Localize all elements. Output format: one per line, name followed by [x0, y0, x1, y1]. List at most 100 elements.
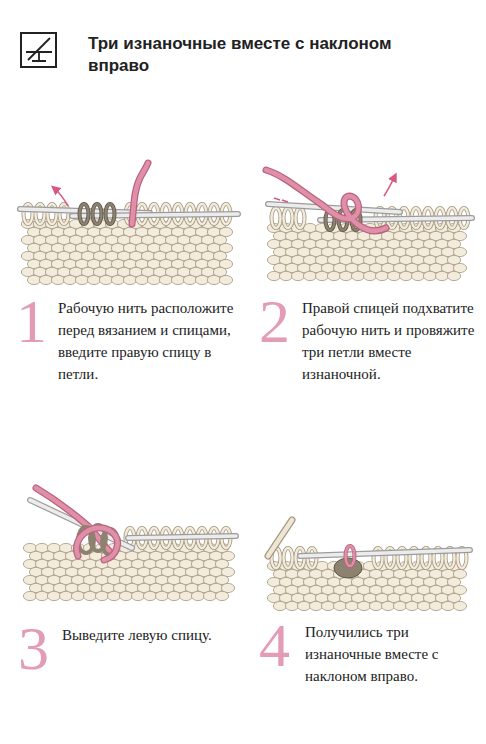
stitch: [207, 275, 220, 284]
stitch: [147, 275, 160, 284]
stitch: [453, 601, 466, 610]
stitch: [99, 275, 112, 284]
stitch: [357, 601, 370, 610]
motion-marks: [274, 198, 288, 202]
stitch: [387, 271, 400, 280]
stitch: [179, 591, 192, 600]
stitch: [71, 591, 84, 600]
stitch: [321, 601, 334, 610]
stitch: [291, 271, 304, 280]
knitted-fabric: [23, 543, 234, 600]
step-text: Выведите левую спицу.: [62, 624, 234, 646]
working-yarn: [77, 528, 118, 560]
stitch: [63, 275, 76, 284]
stitch: [131, 591, 144, 600]
stitch: [285, 601, 298, 610]
stitch: [267, 271, 280, 280]
stitch: [159, 275, 172, 284]
step-illustration: [20, 163, 238, 285]
working-yarn: [36, 488, 110, 552]
step-text: Получились три изнаночные вместе с накло…: [305, 621, 477, 687]
loop: [106, 204, 115, 224]
stitch: [123, 275, 136, 284]
loop: [93, 204, 102, 224]
knitted-fabric: [21, 219, 232, 284]
needle-loops: [80, 204, 115, 224]
step-illustration: [266, 170, 472, 281]
step-illustration: [23, 488, 236, 601]
stitch: [435, 271, 448, 280]
stitch: [167, 591, 180, 600]
stitch: [369, 601, 382, 610]
stitch: [171, 275, 184, 284]
stitch: [59, 591, 72, 600]
stitch: [303, 271, 316, 280]
stitch: [135, 275, 148, 284]
stitch: [87, 275, 100, 284]
needle: [300, 550, 470, 556]
needle-loops: [346, 546, 355, 566]
stitch: [95, 591, 108, 600]
step-text: Рабочую нить расположите перед вязанием …: [58, 297, 236, 385]
title: Три изнаночные вместе с наклоном вправо: [88, 33, 418, 77]
loop: [284, 548, 293, 568]
stitch: [381, 601, 394, 610]
loop: [296, 208, 305, 228]
stitch: [429, 601, 442, 610]
step-number: 2: [259, 290, 299, 352]
stitch: [35, 591, 48, 600]
stitch: [423, 271, 436, 280]
working-yarn: [132, 163, 148, 224]
stitch: [411, 271, 424, 280]
stitch: [327, 271, 340, 280]
loop: [60, 204, 69, 224]
stitch: [315, 271, 328, 280]
stitch: [363, 271, 376, 280]
stitch: [39, 275, 52, 284]
chart-symbol: [21, 33, 56, 67]
loop: [106, 204, 115, 224]
stitch: [111, 275, 124, 284]
step-number: 1: [16, 290, 56, 352]
loop: [296, 208, 305, 228]
stitch: [27, 275, 40, 284]
needle: [128, 536, 236, 538]
stitch: [297, 601, 310, 610]
step-number: 4: [259, 614, 299, 676]
stitch: [333, 601, 346, 610]
loop: [284, 548, 293, 568]
stitch: [339, 271, 352, 280]
stitch: [351, 271, 364, 280]
stitch: [345, 601, 358, 610]
stitch: [107, 591, 120, 600]
stitch: [155, 591, 168, 600]
stitch: [399, 271, 412, 280]
loop: [346, 546, 355, 566]
loop: [284, 208, 293, 228]
loop: [80, 204, 89, 224]
stitch: [309, 601, 322, 610]
stitch: [417, 601, 430, 610]
needle: [72, 214, 238, 216]
stitch: [75, 275, 88, 284]
stitch: [279, 271, 292, 280]
step-illustration: [267, 520, 470, 611]
stitch: [143, 591, 156, 600]
loop: [284, 208, 293, 228]
stitch: [219, 275, 232, 284]
stitch: [183, 275, 196, 284]
stitch: [119, 591, 132, 600]
step-text: Правой спицей подхватите рабочую нить и …: [302, 297, 478, 385]
stitch: [441, 601, 454, 610]
loop: [272, 208, 281, 228]
loop: [80, 204, 89, 224]
step-number: 3: [18, 617, 58, 679]
stitch: [215, 591, 228, 600]
stitch: [47, 591, 60, 600]
stitch: [393, 601, 406, 610]
direction-arrow: [54, 188, 68, 206]
loop: [272, 208, 281, 228]
stitch: [23, 591, 36, 600]
stitch: [51, 275, 64, 284]
